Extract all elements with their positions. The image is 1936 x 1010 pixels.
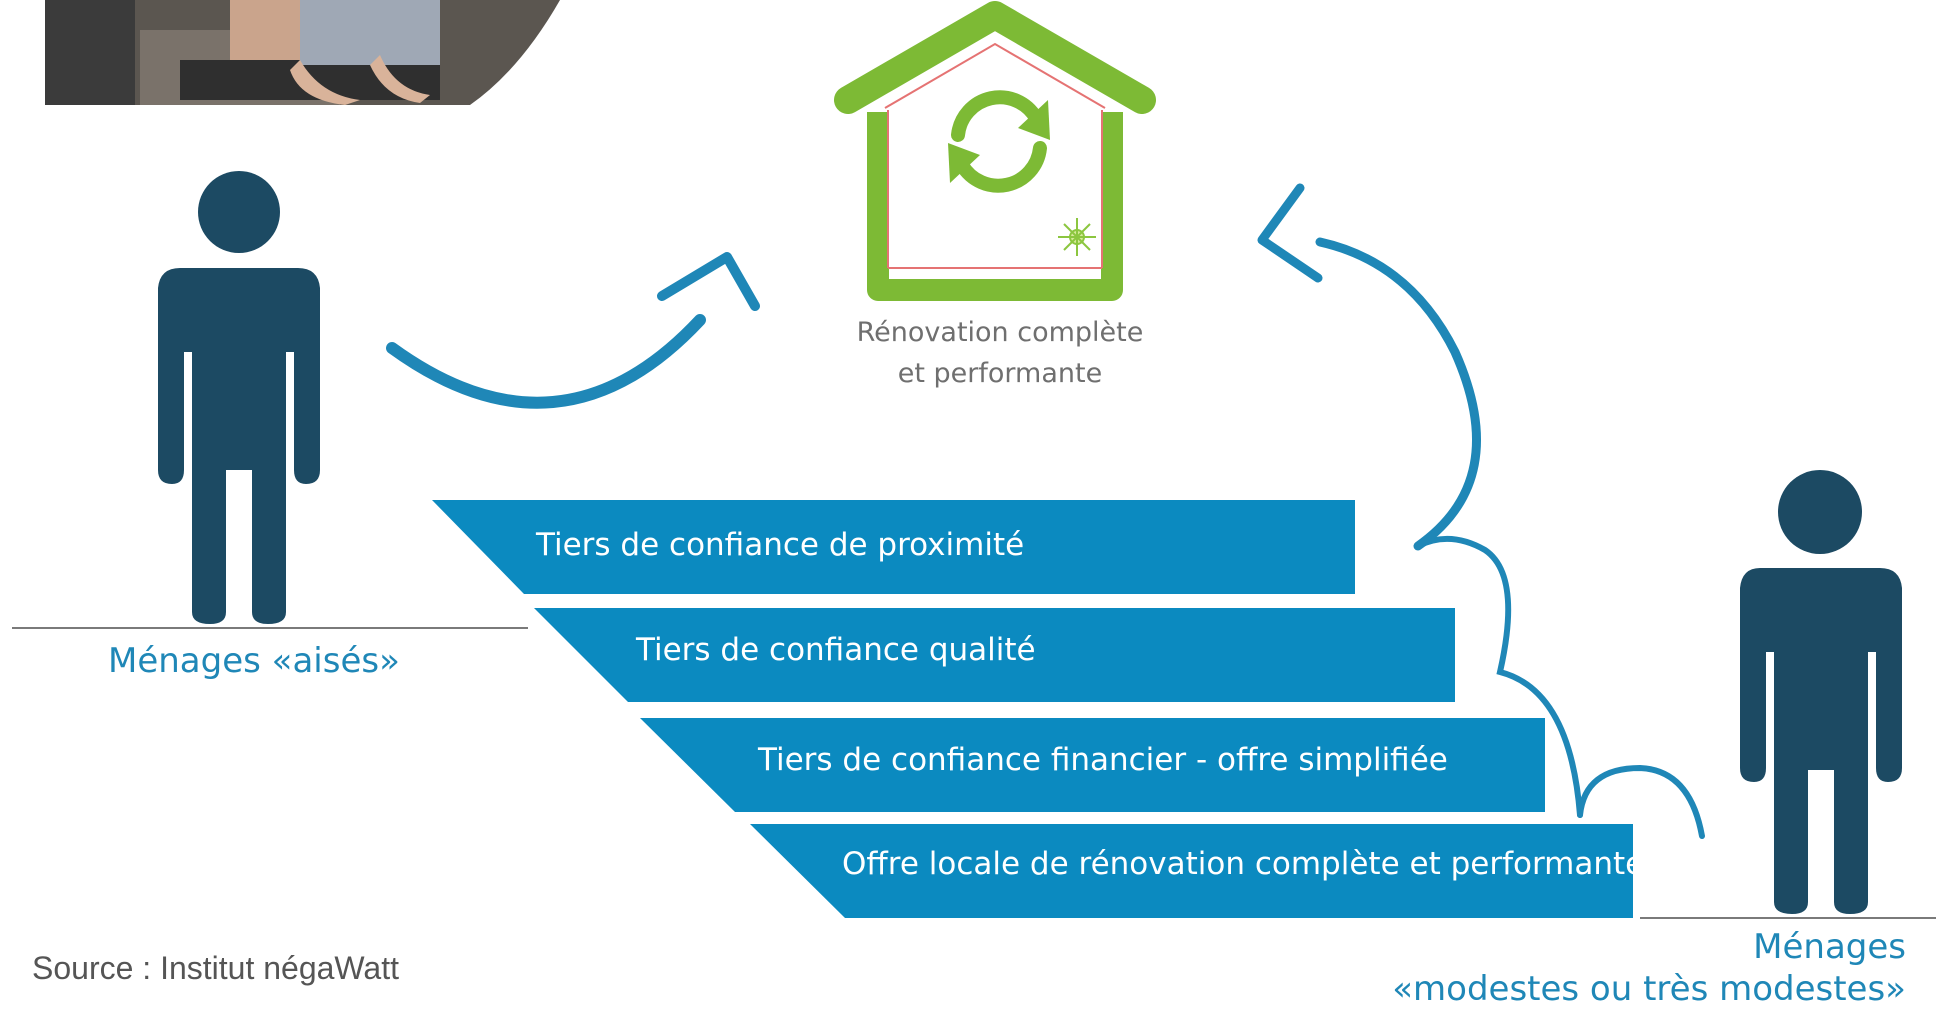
- label-modest-line-2: «modestes ou très modestes»: [1392, 969, 1906, 1009]
- household-photo: [45, 0, 560, 105]
- house-caption: Rénovation complète et performante: [800, 312, 1200, 394]
- arrow-modest-to-house: [1257, 183, 1705, 839]
- arrow-wealthy-to-house: [386, 252, 760, 409]
- label-modest-line-1: Ménages: [1753, 927, 1906, 967]
- step-label-proximity: Tiers de confiance de proximité: [536, 527, 1025, 563]
- step-1-shape: [432, 500, 1355, 594]
- step-4-shape: [750, 824, 1633, 918]
- person-icon-wealthy: [158, 171, 320, 624]
- house-caption-line-2: et performante: [897, 358, 1103, 389]
- house-icon: [834, 1, 1156, 301]
- step-label-quality: Tiers de confiance qualité: [636, 632, 1036, 668]
- sun-icon: [1058, 218, 1096, 256]
- person-icon-modest: [1740, 470, 1902, 914]
- label-wealthy-households: Ménages «aisés»: [108, 641, 400, 681]
- step-label-local-offer: Offre locale de rénovation complète et p…: [842, 846, 1645, 882]
- house-caption-line-1: Rénovation complète: [856, 317, 1144, 348]
- label-modest-households: Ménages «modestes ou très modestes»: [1392, 926, 1906, 1010]
- step-label-financial: Tiers de confiance financier - offre sim…: [758, 742, 1448, 778]
- source-credit: Source : Institut négaWatt: [32, 950, 399, 986]
- recycle-icon: [948, 90, 1050, 193]
- step-2-shape: [534, 608, 1455, 702]
- step-3-shape: [640, 718, 1545, 812]
